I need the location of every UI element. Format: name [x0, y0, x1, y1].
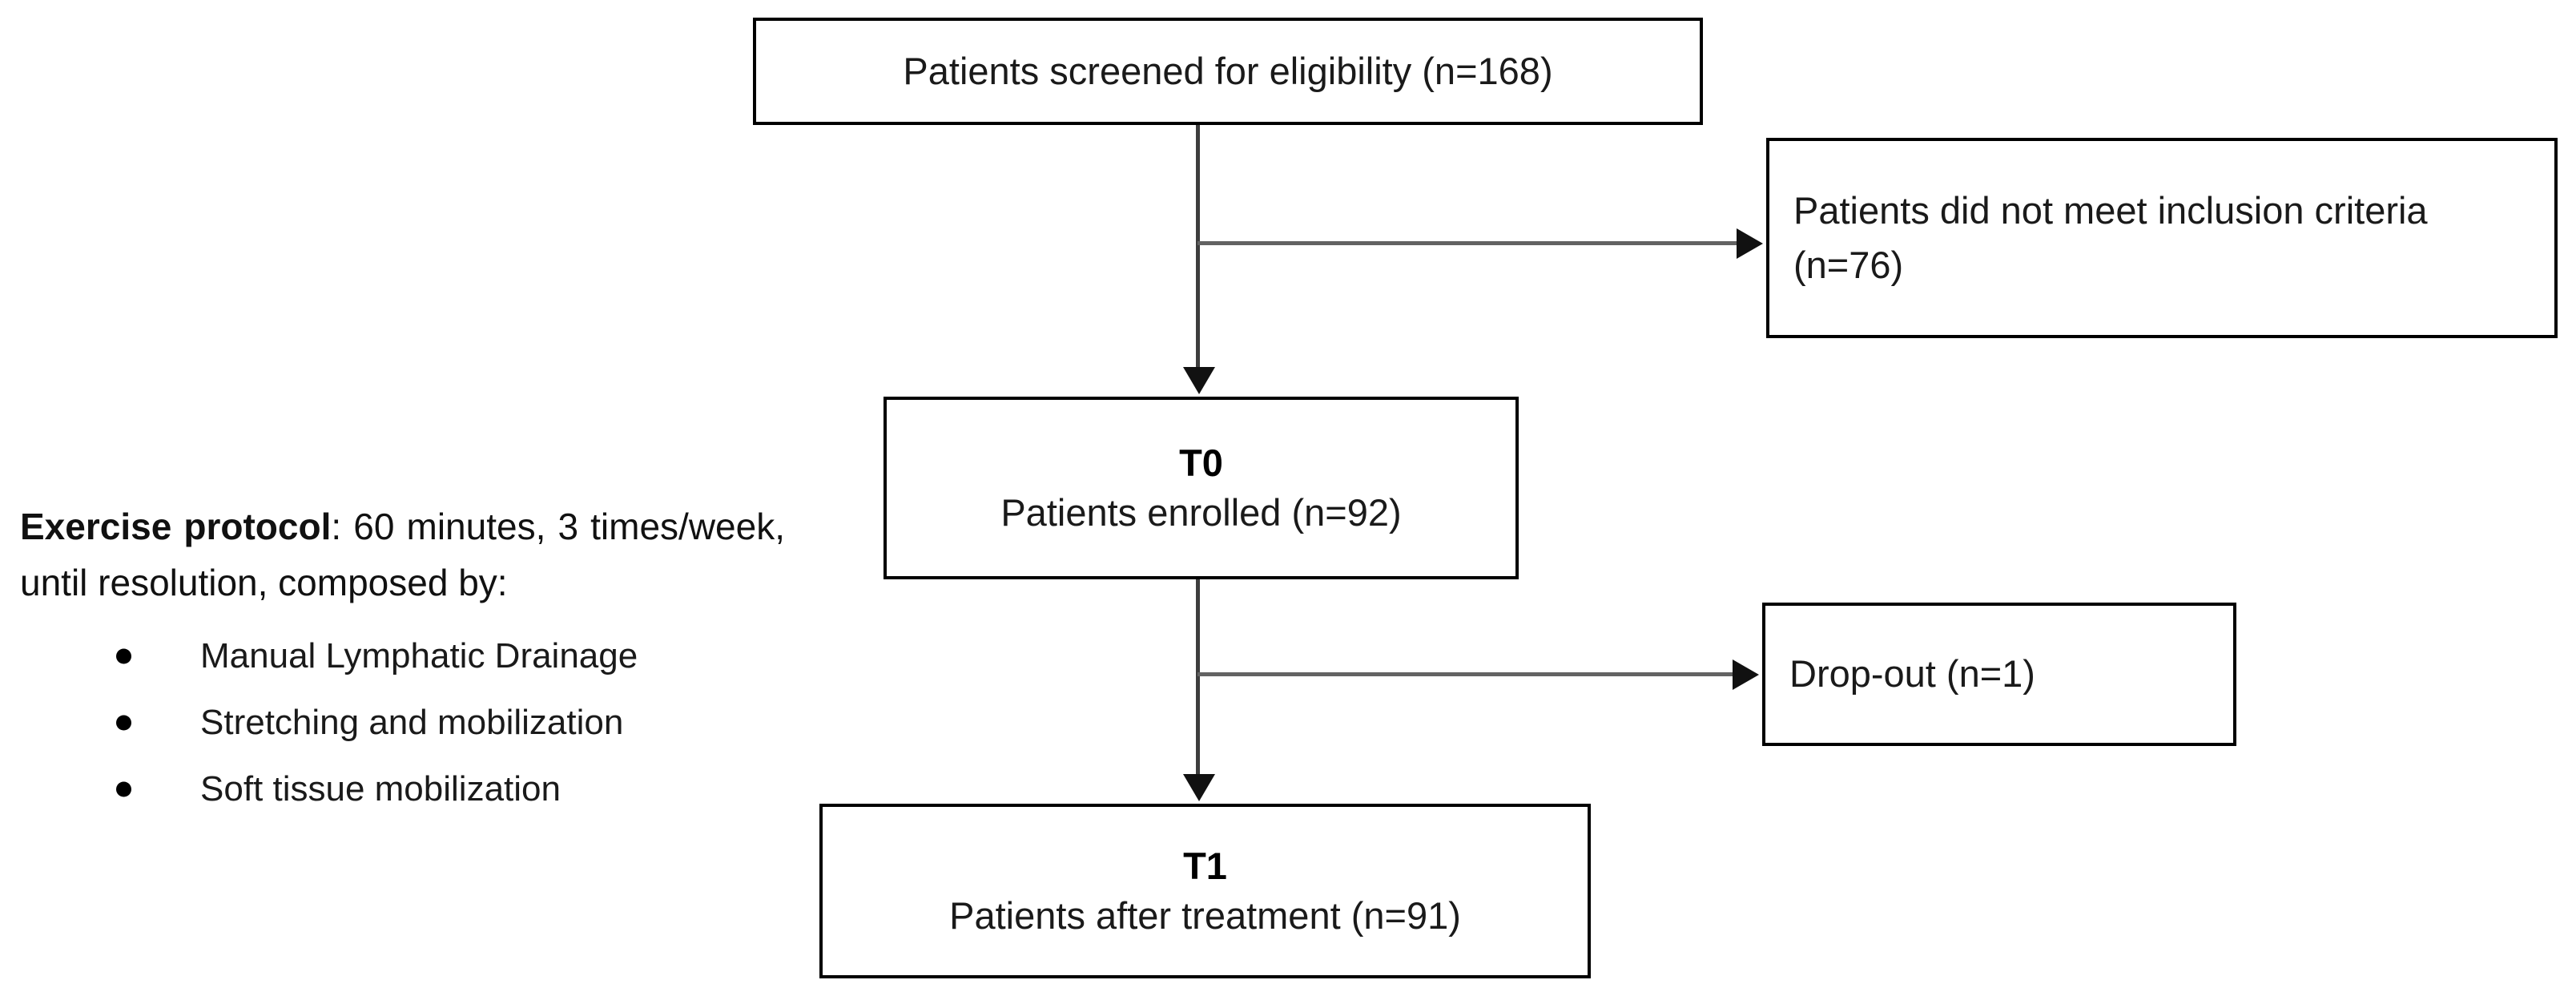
arrowhead-right-to-excluded	[1737, 228, 1763, 259]
exercise-protocol-note: Exercise protocol: 60 minutes, 3 times/w…	[20, 498, 785, 838]
exercise-protocol-body: : 60 minutes, 3 times/week, until resolu…	[20, 506, 785, 604]
list-item-label: Soft tissue mobilization	[200, 768, 561, 809]
list-item-label: Manual Lymphatic Drainage	[200, 635, 638, 675]
exercise-protocol-paragraph: Exercise protocol: 60 minutes, 3 times/w…	[20, 498, 785, 611]
bullet-icon	[116, 781, 131, 797]
bullet-icon	[116, 648, 131, 664]
arrowhead-down-to-t1	[1183, 774, 1215, 801]
list-item: Stretching and mobilization	[20, 702, 785, 742]
box-t1-after-treatment: T1 Patients after treatment (n=91)	[819, 804, 1591, 978]
box-patients-excluded: Patients did not meet inclusion criteria…	[1766, 138, 2558, 338]
exercise-protocol-list: Manual Lymphatic Drainage Stretching and…	[20, 635, 785, 809]
arrowhead-down-to-t0	[1183, 367, 1215, 394]
box-patients-screened: Patients screened for eligibility (n=168…	[753, 18, 1703, 125]
connector-screened-to-t0	[1196, 125, 1200, 372]
box-dropout: Drop-out (n=1)	[1762, 603, 2236, 746]
box-t0-stage: T0	[1179, 441, 1223, 484]
box-t1-stage: T1	[1183, 844, 1227, 887]
arrowhead-right-to-dropout	[1733, 659, 1759, 690]
connector-t0-to-dropout	[1197, 672, 1735, 676]
list-item: Soft tissue mobilization	[20, 768, 785, 809]
box-t1-label: Patients after treatment (n=91)	[949, 894, 1461, 937]
exercise-protocol-lead: Exercise protocol	[20, 506, 332, 547]
list-item-label: Stretching and mobilization	[200, 702, 624, 742]
box-t0-label: Patients enrolled (n=92)	[1000, 491, 1402, 534]
box-dropout-label: Drop-out (n=1)	[1789, 652, 2035, 696]
connector-t0-to-t1	[1196, 579, 1200, 779]
connector-screened-to-excluded	[1197, 241, 1739, 245]
box-t0-enrolled: T0 Patients enrolled (n=92)	[883, 397, 1519, 579]
box-patients-excluded-label: Patients did not meet inclusion criteria…	[1793, 188, 2428, 286]
list-item: Manual Lymphatic Drainage	[20, 635, 785, 675]
bullet-icon	[116, 715, 131, 731]
box-patients-screened-label: Patients screened for eligibility (n=168…	[903, 49, 1553, 92]
